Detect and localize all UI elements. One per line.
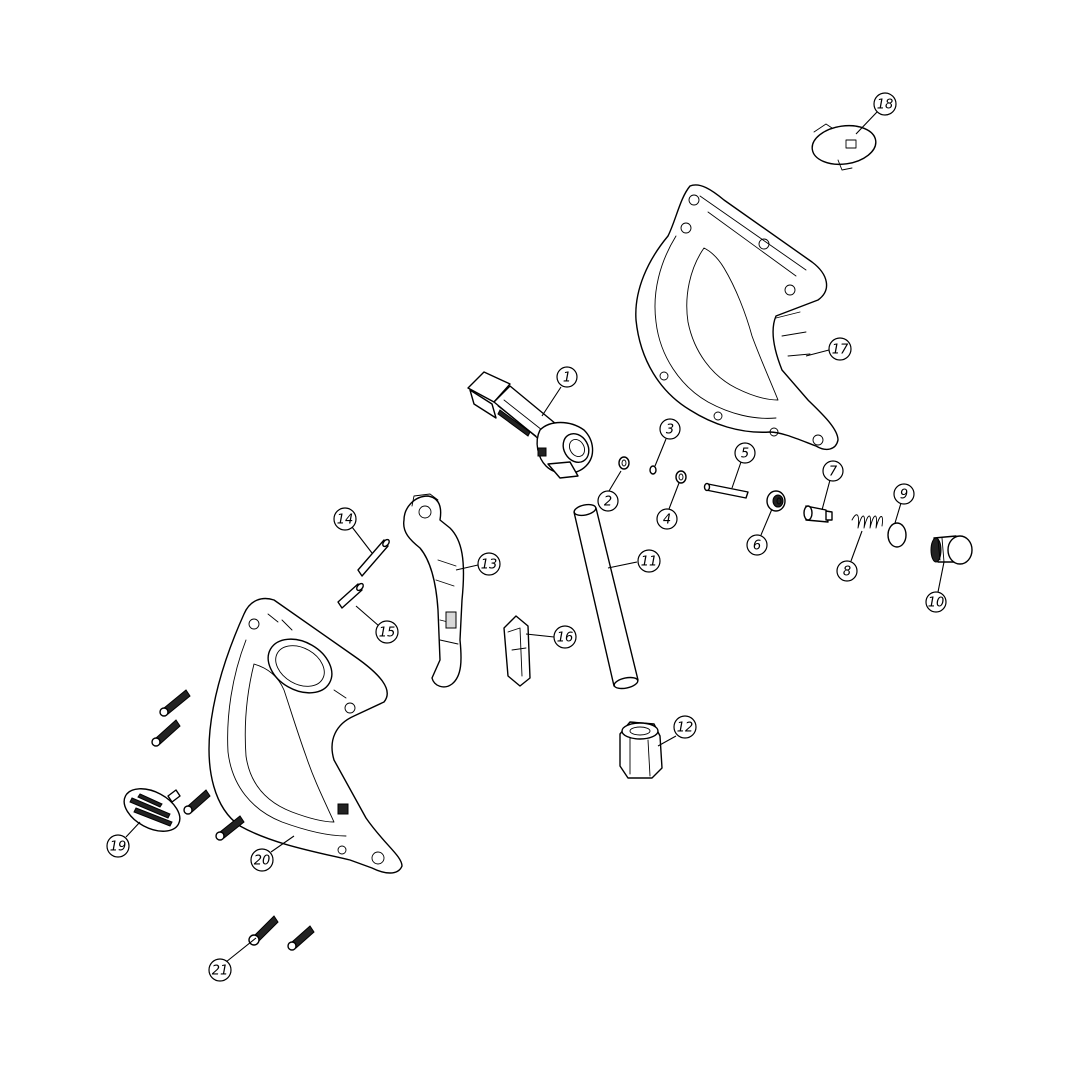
callout-18: 18: [873, 92, 897, 116]
callout-4: 4: [656, 508, 678, 530]
part-12-hex-nut: [619, 721, 663, 779]
part-9-o-ring: [887, 522, 907, 548]
part-18-cover-cap: [811, 123, 877, 171]
leader-4: [668, 482, 680, 510]
callout-8: 8: [836, 560, 858, 582]
part-4-washer: [675, 470, 687, 484]
leader-8: [850, 530, 863, 562]
part-17-right-housing: [635, 184, 839, 451]
callout-label-20: 20: [254, 854, 271, 869]
part-20-left-housing: [208, 597, 403, 874]
callout-12: 12: [673, 715, 697, 739]
callout-label-9: 9: [900, 488, 908, 503]
leader-lines: [125, 111, 945, 963]
callout-label-1: 1: [563, 371, 571, 386]
callout-16: 16: [553, 625, 577, 649]
part-5-pin: [703, 482, 749, 499]
callout-10: 10: [925, 591, 947, 613]
callout-1: 1: [556, 366, 578, 388]
leader-15: [355, 605, 380, 627]
screw-group-middle: [183, 789, 245, 841]
leader-5: [731, 461, 742, 489]
callout-label-15: 15: [379, 626, 396, 641]
part-6-seal: [766, 490, 786, 512]
callout-label-11: 11: [641, 555, 658, 570]
callout-label-18: 18: [877, 98, 894, 113]
part-8-spring: [851, 514, 883, 529]
leader-19: [125, 821, 141, 838]
part-11-tube: [573, 503, 639, 690]
leader-18: [855, 111, 878, 135]
callout-label-8: 8: [843, 565, 851, 580]
leader-3: [654, 438, 667, 467]
callout-15: 15: [375, 620, 399, 644]
screw-group-upper: [151, 689, 191, 747]
callout-19: 19: [106, 834, 130, 858]
callout-label-4: 4: [663, 513, 671, 528]
part-14-pin: [357, 538, 390, 577]
callout-label-5: 5: [741, 447, 749, 462]
callout-label-21: 21: [212, 964, 229, 979]
leader-2: [608, 470, 622, 492]
callout-9: 9: [893, 483, 915, 505]
leader-10: [937, 561, 945, 593]
leader-6: [760, 508, 773, 536]
callout-14: 14: [333, 507, 357, 531]
leader-7: [821, 479, 831, 511]
callout-label-14: 14: [337, 513, 354, 528]
callout-label-7: 7: [829, 465, 838, 480]
leader-11: [607, 561, 638, 569]
callout-label-16: 16: [557, 631, 574, 646]
part-13-trigger: [403, 493, 465, 688]
leader-20: [270, 835, 295, 853]
part-2-washer: [618, 456, 630, 470]
leader-1: [541, 386, 562, 417]
callout-label-13: 13: [481, 558, 498, 573]
callout-label-3: 3: [666, 423, 674, 438]
callout-17: 17: [828, 337, 852, 361]
callout-label-6: 6: [753, 539, 761, 554]
callout-13: 13: [477, 552, 501, 576]
part-7-valve-stem: [803, 505, 833, 523]
callout-label-2: 2: [604, 495, 612, 510]
part-19-badge-plate: [123, 788, 181, 832]
leader-17: [805, 349, 830, 357]
callout-label-10: 10: [928, 596, 945, 611]
callout-5: 5: [734, 442, 756, 464]
leader-12: [657, 735, 677, 747]
callout-20: 20: [250, 848, 274, 872]
part-16-clip: [503, 615, 531, 687]
callout-label-12: 12: [677, 721, 694, 736]
callout-21: 21: [208, 958, 232, 982]
callout-label-17: 17: [832, 343, 849, 358]
leader-13: [455, 564, 479, 571]
callout-3: 3: [659, 418, 681, 440]
part-10-end-plug: [930, 535, 973, 565]
callout-7: 7: [822, 460, 844, 482]
part-21-screws: [248, 915, 315, 951]
callout-11: 11: [637, 549, 661, 573]
callout-6: 6: [746, 534, 768, 556]
leader-14: [351, 526, 373, 554]
callout-label-19: 19: [110, 840, 127, 855]
part-1-valve-body: [467, 371, 594, 479]
part-3-ball: [649, 465, 657, 475]
part-15-pin: [337, 582, 364, 609]
leader-9: [894, 502, 902, 524]
leader-21: [225, 937, 257, 963]
callout-2: 2: [597, 490, 619, 512]
leader-16: [525, 633, 555, 638]
